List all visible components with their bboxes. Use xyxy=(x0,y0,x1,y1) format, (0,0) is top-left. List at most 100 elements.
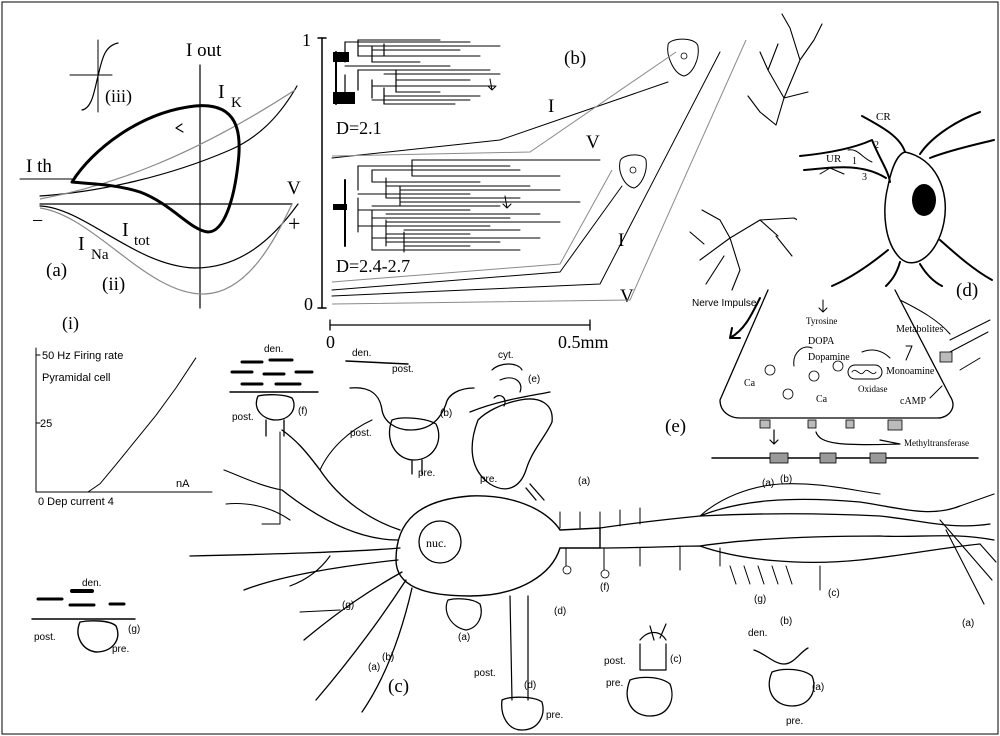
c-post-spine xyxy=(640,624,666,670)
c-b-low: (b) xyxy=(382,652,394,663)
label-v: V xyxy=(287,178,301,199)
b-y-bottom: 0 xyxy=(304,294,313,314)
synapse-b: den. post. (b) post. pre. xyxy=(346,348,474,479)
c-a-right: (a) xyxy=(762,478,774,489)
i-x-label: 0 Dep current 4 xyxy=(38,496,114,508)
e-release-site-3 xyxy=(846,420,854,428)
b-x-zero: 0 xyxy=(326,332,335,352)
b-v1: V xyxy=(586,132,600,153)
e-metabolite-arrow xyxy=(906,346,912,360)
c-inner-trunk xyxy=(700,514,994,546)
e-cyt-label: cyt. xyxy=(498,350,514,361)
c-a-mid: (a) xyxy=(578,476,590,487)
d-dendrite-tree-top xyxy=(748,14,822,125)
f-label: (f) xyxy=(298,406,307,417)
c-a-far: (a) xyxy=(962,618,974,629)
d-ur: UR xyxy=(826,153,842,165)
c-spine-row-g xyxy=(730,566,792,584)
e-release-site-1 xyxy=(760,420,770,428)
d-bouton xyxy=(502,697,543,730)
i-na-label: nA xyxy=(176,478,190,490)
b-post-label: post. xyxy=(350,428,372,439)
b-soma-icon-1 xyxy=(668,39,699,76)
d-label: (d) xyxy=(956,280,978,301)
panel-a: (iii) I out I K I th V − + I Na I tot (a… xyxy=(20,40,301,308)
f-den-label: den. xyxy=(264,344,283,355)
e-receptor-1 xyxy=(770,453,788,463)
d-n1: 1 xyxy=(852,156,857,167)
c-spine-head-1 xyxy=(563,566,571,574)
d-cr: CR xyxy=(876,111,891,123)
label-i-k: I xyxy=(218,81,225,103)
dendrogram-1 xyxy=(333,40,500,104)
b-soma-icon-2 xyxy=(620,155,647,188)
e-receptor-3 xyxy=(870,453,886,463)
e-ca2: Ca xyxy=(816,394,828,405)
a-b-label: (b) xyxy=(780,616,792,627)
c-spine-head-2 xyxy=(601,570,609,578)
b-d1: D=2.1 xyxy=(336,118,382,138)
b-x-end: 0.5mm xyxy=(558,332,609,352)
d-n3: 3 xyxy=(862,172,867,183)
label-i-tot: I xyxy=(122,219,129,241)
c-trunk xyxy=(600,499,980,562)
synapse-e: cyt. (e) pre. xyxy=(470,350,552,500)
c-post-label: post. xyxy=(604,656,626,667)
c-nuc-label: nuc. xyxy=(426,536,446,550)
d-label: (d) xyxy=(524,680,536,691)
c-g-left: (g) xyxy=(342,600,354,611)
e-dopamine: Dopamine xyxy=(808,352,850,363)
b-post-top-label: post. xyxy=(392,364,414,375)
c-g-right: (g) xyxy=(754,594,766,605)
e-nerve-label: Nerve Impulse xyxy=(692,298,757,309)
e-e-label: (e) xyxy=(528,374,540,385)
e-release-site-2 xyxy=(808,420,816,428)
label-i-k-sub: K xyxy=(231,95,242,111)
d-pre-label: pre. xyxy=(546,710,563,721)
loop-direction-arrow xyxy=(176,124,183,132)
d-nucleus xyxy=(912,184,936,216)
a-post-membrane xyxy=(754,648,808,664)
synapse-f: den. post. (f) xyxy=(230,344,318,436)
dendrogram-2 xyxy=(333,160,600,252)
e-side-site xyxy=(940,352,952,362)
c-soma-bouton xyxy=(446,599,481,630)
e-release-site-4 xyxy=(888,420,902,430)
b-nucleus-1 xyxy=(681,53,687,59)
c-b-right: (b) xyxy=(780,474,792,485)
e-receptor-2 xyxy=(820,453,836,463)
b-top-label: (b) xyxy=(440,408,452,419)
b-y-top: 1 xyxy=(302,30,311,50)
f-post-label: post. xyxy=(232,412,254,423)
label-i-tot-sub: tot xyxy=(134,233,151,249)
g-pre-label: pre. xyxy=(112,644,129,655)
panel-e: Nerve Impulse Tyrosine DOPA Dopamine Mon… xyxy=(665,290,990,463)
a-bouton xyxy=(769,669,814,706)
label-minus: − xyxy=(32,210,43,232)
e-monoamine: Monoamine xyxy=(886,366,935,377)
g-den-label: den. xyxy=(82,578,101,589)
f-dashes xyxy=(232,360,312,384)
panel-c: nuc. (a) (a) (b) (f) (d) (g) (a) (b) (a)… xyxy=(190,344,996,730)
b-nucleus-2 xyxy=(630,167,636,173)
e-vesicle-4 xyxy=(809,371,819,381)
e-mito-cristae xyxy=(852,370,876,373)
e-arrow-top xyxy=(819,300,827,312)
c-a-soma: (a) xyxy=(458,632,470,643)
e-dopa: DOPA xyxy=(808,336,835,347)
e-cytoplasm-organelles xyxy=(492,364,522,406)
e-label: (e) xyxy=(665,416,686,437)
label-ii: (ii) xyxy=(102,274,125,295)
a-pre-label: pre. xyxy=(786,716,803,727)
c-right-branches xyxy=(940,494,996,604)
synapse-c: post. (c) pre. xyxy=(604,624,682,716)
synapse-d: post. (d) pre. xyxy=(474,668,563,730)
label-i-out: I out xyxy=(186,40,222,61)
g-label: (g) xyxy=(128,624,140,635)
panel-b: 1 0 0 0.5mm D=2.1 D=2.4-2.7 (b) I V I xyxy=(302,30,746,352)
i-cell-label: Pyramidal cell xyxy=(42,372,110,384)
label-i-na-sub: Na xyxy=(91,247,109,263)
c-left-branchlets xyxy=(224,420,372,612)
e-tyrosine: Tyrosine xyxy=(806,316,837,326)
c-c-label: (c) xyxy=(670,654,682,665)
